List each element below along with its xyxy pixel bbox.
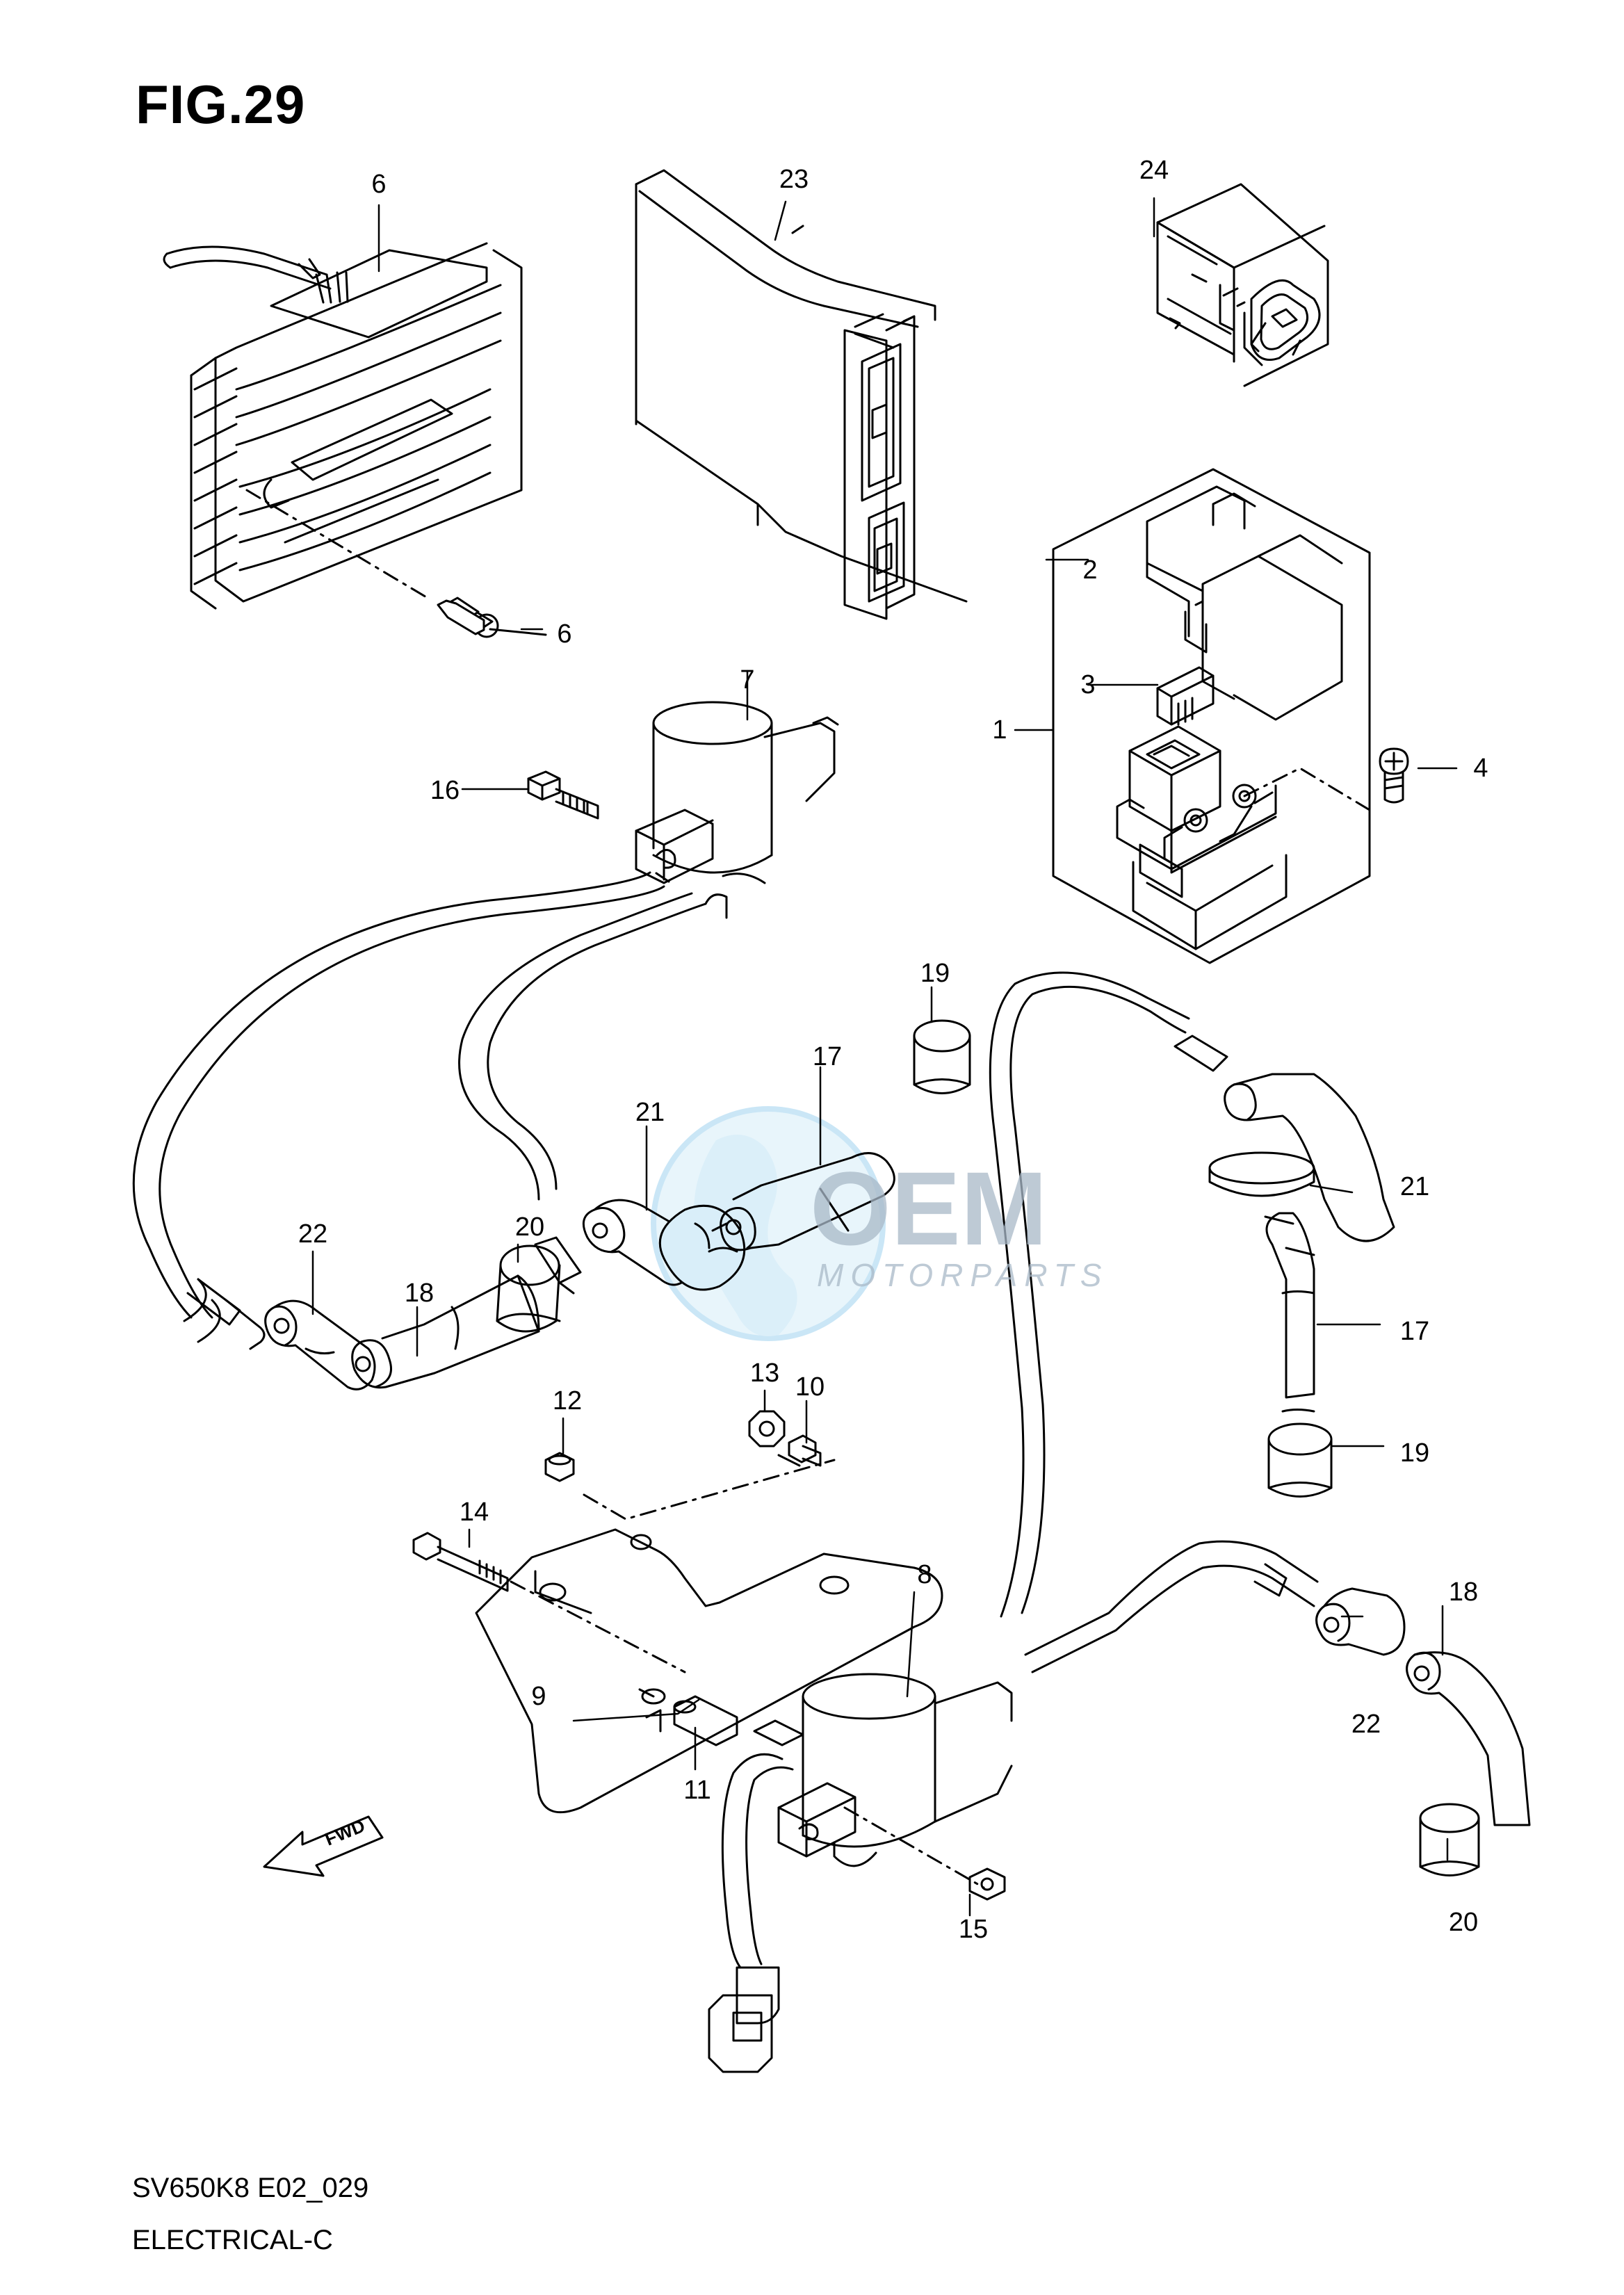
hv-lead-center (458, 892, 707, 1295)
bolt-part-12 (544, 1452, 575, 1482)
seal-part-19-center (913, 1019, 971, 1094)
plug-cap-part-17-center (720, 1152, 895, 1251)
fwd-arrow-icon (263, 1815, 384, 1877)
callout-2: 2 (1082, 555, 1098, 585)
callout-19-center: 19 (920, 959, 950, 988)
callout-3: 3 (1080, 670, 1096, 699)
plug-cap-seal-part-22-right (1315, 1587, 1406, 1656)
callout-14: 14 (459, 1498, 489, 1527)
seal-part-20-left (496, 1244, 561, 1333)
callout-24: 24 (1139, 156, 1169, 185)
callout-23: 23 (779, 165, 809, 194)
centerline-nut-15 (843, 1806, 985, 1889)
callout-12: 12 (552, 1386, 583, 1416)
callout-18-right: 18 (1448, 1578, 1479, 1607)
bolt-part-16 (527, 770, 599, 820)
callout-19-right: 19 (1399, 1438, 1430, 1468)
callout-9: 9 (531, 1682, 546, 1711)
collar-part-11 (673, 1695, 738, 1746)
callout-10: 10 (795, 1372, 825, 1402)
callout-6: 6 (557, 619, 572, 649)
callout-5: 6 (371, 170, 387, 199)
nut-part-13 (748, 1410, 786, 1447)
bolt-part-6 (437, 599, 485, 635)
ecm-part-23 (635, 169, 968, 620)
callout-8: 8 (917, 1560, 932, 1589)
callout-1: 1 (992, 715, 1007, 745)
ignition-coil-part-7 (635, 701, 839, 919)
callout-15: 15 (958, 1915, 989, 1944)
starter-relay-assembly-part-1 (1052, 468, 1371, 964)
section-name: ELECTRICAL-C (132, 2225, 333, 2255)
plug-cap-part-17-right (1264, 1212, 1315, 1413)
callout-13: 13 (749, 1359, 780, 1388)
leader-lines (311, 197, 1458, 1917)
callout-17-right: 17 (1399, 1317, 1430, 1346)
model-code: SV650K8 E02_029 (132, 2173, 369, 2203)
bolt-part-10 (777, 1434, 822, 1467)
callout-22-left: 22 (298, 1219, 328, 1249)
nut-part-15 (968, 1867, 1006, 1901)
hv-lead-long-right (989, 971, 1228, 1618)
callout-20-left: 20 (514, 1213, 545, 1242)
plug-cap-part-21-center (582, 1199, 746, 1291)
ignition-coil-part-8 (777, 1673, 1013, 1867)
centerline-bolt-12 (583, 1459, 836, 1520)
callout-21-center: 21 (635, 1098, 665, 1127)
callout-11: 11 (683, 1776, 711, 1805)
plug-cap-part-18-right (1406, 1651, 1531, 1826)
plug-cap-seal-part-22-left (264, 1299, 376, 1390)
low-tension-lead-part-8 (708, 1719, 804, 2073)
seal-part-20-right (1419, 1803, 1480, 1876)
callout-22-right: 22 (1351, 1710, 1381, 1739)
callout-17-center: 17 (812, 1042, 843, 1071)
callout-7: 7 (740, 665, 755, 695)
hv-lead-right-short (1024, 1540, 1319, 1673)
seal-part-19-right (1267, 1422, 1333, 1498)
regulator-rectifier-part-5 (163, 242, 547, 638)
callout-4: 4 (1473, 754, 1488, 783)
screw-part-4 (1379, 747, 1409, 804)
plug-cap-part-18-left (351, 1274, 540, 1389)
callout-18-left: 18 (404, 1279, 435, 1308)
bracket-part-9 (475, 1528, 943, 1814)
callout-16: 16 (430, 776, 460, 805)
relay-part-24 (1156, 183, 1329, 387)
figure-title: FIG.29 (136, 74, 306, 135)
callout-20-right: 20 (1448, 1908, 1479, 1937)
bolt-part-14 (412, 1532, 686, 1673)
callout-21-right: 21 (1399, 1172, 1430, 1201)
hv-lead-upper-left (132, 871, 670, 1350)
plug-cap-part-21-right (1208, 1073, 1395, 1242)
